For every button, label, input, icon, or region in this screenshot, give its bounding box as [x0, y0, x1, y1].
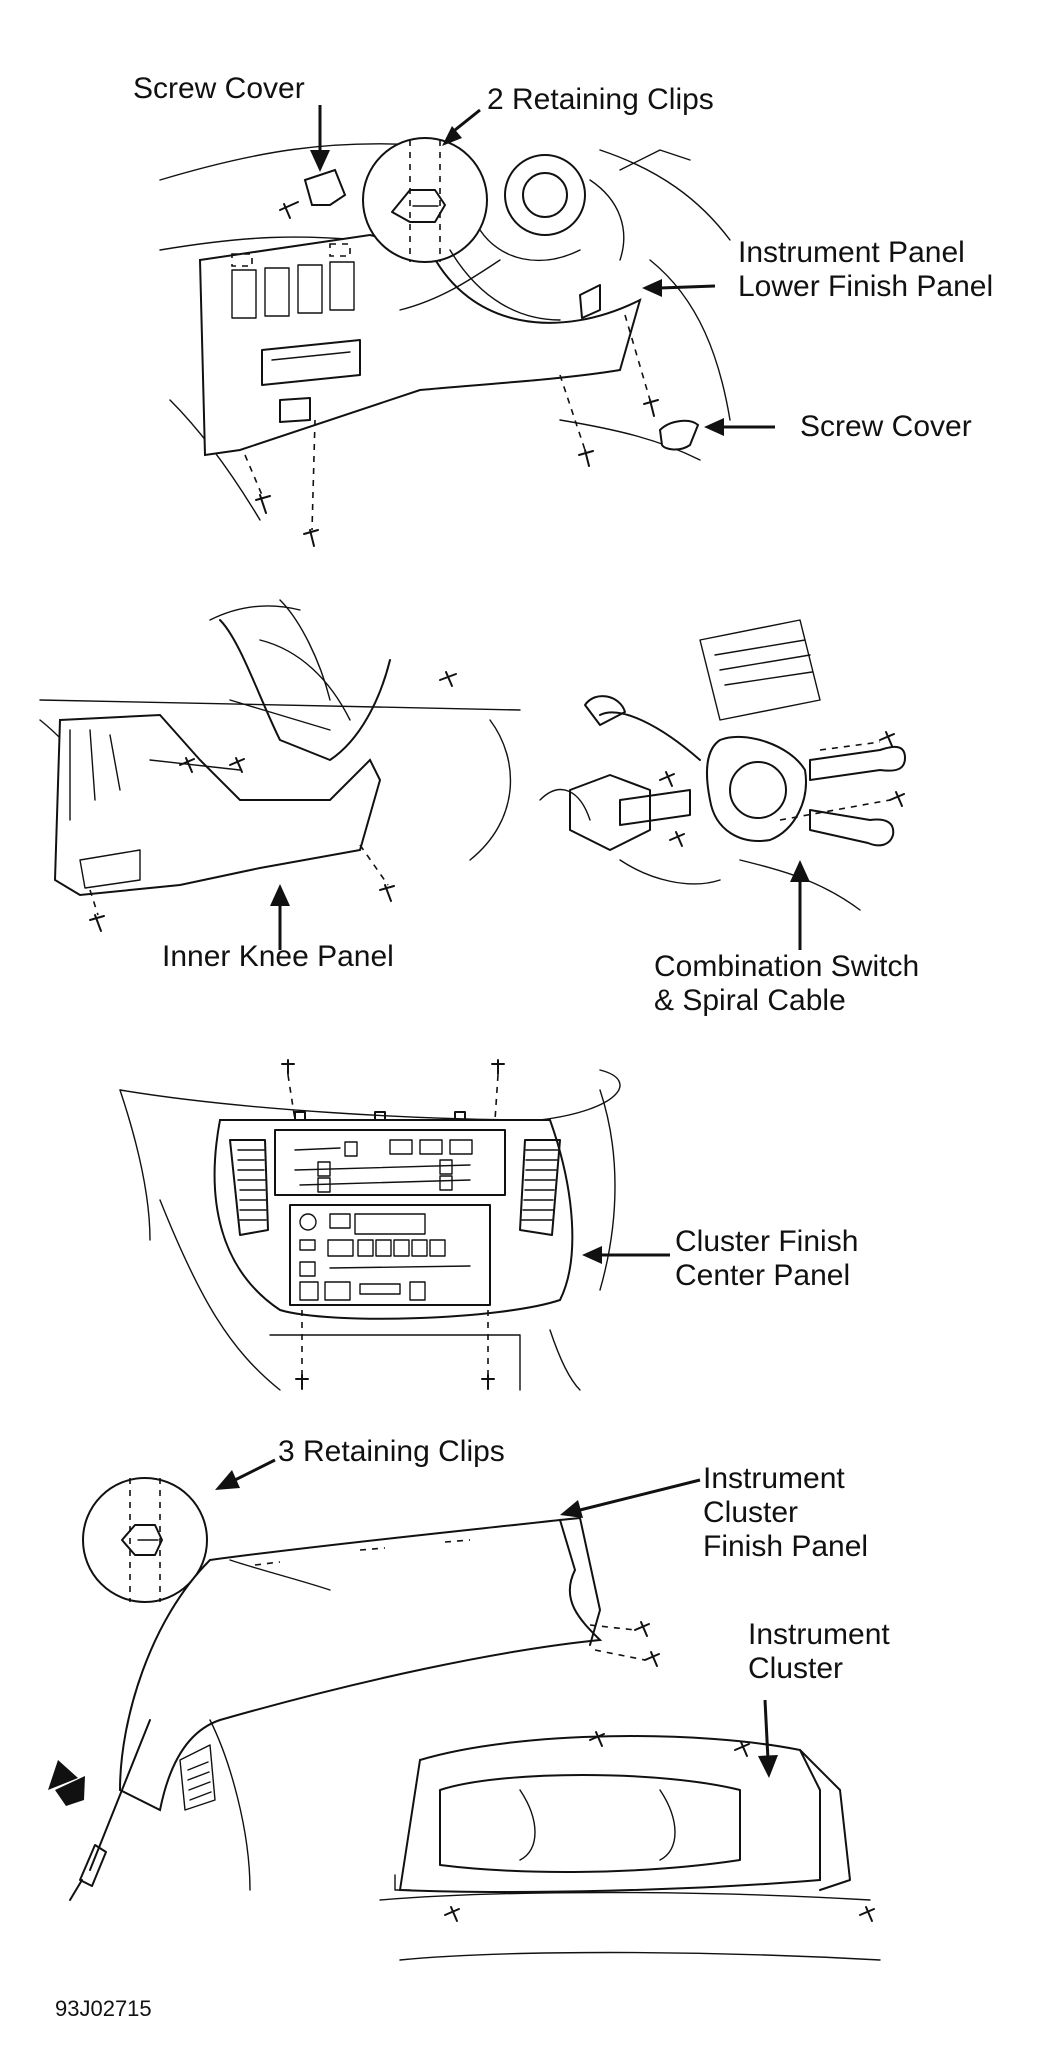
label-cluster-finish-center-line1: Cluster Finish: [675, 1225, 859, 1258]
panel-4-leaders: [215, 1458, 778, 1778]
panel-3-center-panel: [119, 1059, 621, 1391]
panel-3-leader: [582, 1246, 670, 1264]
panel-2-right-leader: [790, 860, 810, 950]
panel-4-instrument-cluster: [48, 1477, 881, 1961]
panel-2-combination-switch: [539, 619, 906, 911]
label-screw-cover-right: Screw Cover: [800, 410, 972, 443]
label-instrument-cluster-line1: Instrument: [748, 1618, 890, 1651]
panel-1-lower-finish: [159, 137, 731, 547]
panel-2-inner-knee: [39, 599, 521, 932]
label-inner-knee-panel: Inner Knee Panel: [162, 940, 394, 973]
label-2-retaining-clips: 2 Retaining Clips: [487, 83, 714, 116]
label-cluster-finish-line2: Cluster: [703, 1496, 799, 1529]
label-ip-lower-finish-line1: Instrument Panel: [738, 236, 965, 269]
label-screw-cover-top: Screw Cover: [133, 72, 305, 105]
label-instrument-cluster-line2: Cluster: [748, 1652, 844, 1685]
label-cluster-finish-line3: Finish Panel: [703, 1530, 869, 1563]
label-cluster-finish-line1: Instrument: [703, 1462, 845, 1495]
figure-code: 93J02715: [55, 1996, 152, 2021]
label-3-retaining-clips: 3 Retaining Clips: [278, 1435, 505, 1468]
label-cluster-finish-center-line2: Center Panel: [675, 1259, 851, 1292]
panel-1-leaders: [310, 105, 775, 436]
label-combination-switch-line2: & Spiral Cable: [654, 984, 846, 1017]
label-combination-switch-line1: Combination Switch: [654, 950, 920, 983]
label-ip-lower-finish-line2: Lower Finish Panel: [738, 270, 994, 303]
panel-2-left-leader: [270, 884, 290, 950]
